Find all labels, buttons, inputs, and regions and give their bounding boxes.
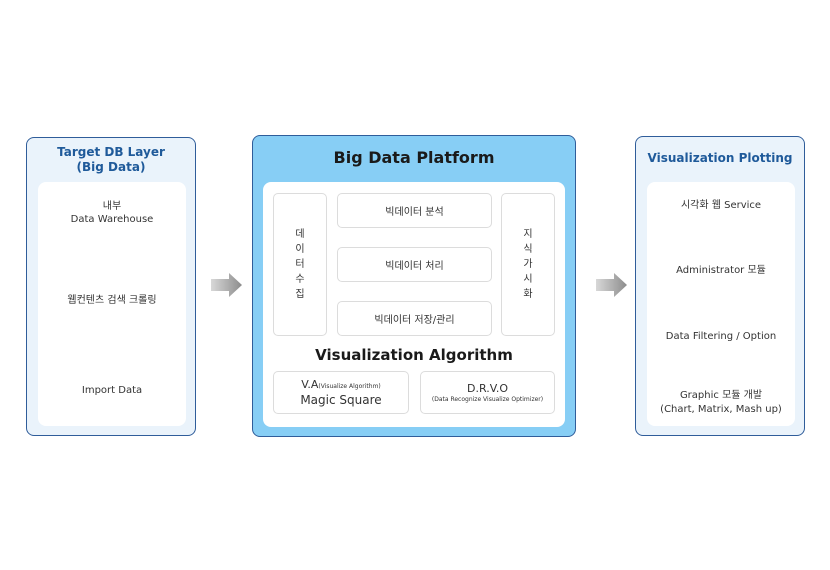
va-note: (Visualize Algorithm) [318, 382, 381, 390]
drvo-box: D.R.V.O (Data Recognize Visualize Optimi… [420, 371, 555, 414]
knowledge-visualization-box: 지 식 가 시 화 [501, 193, 555, 336]
item-import-data: Import Data [81, 385, 143, 396]
arrow-right-icon [596, 273, 627, 297]
big-data-platform-panel: Big Data Platform 데 이 터 수 집 빅데이터 분석 빅데이터… [252, 135, 576, 437]
panel-inner: 내부 Data Warehouse 웹컨텐츠 검색 크롤링 Import Dat… [38, 182, 186, 426]
item-graphic-module: Graphic 모듈 개발 [679, 390, 763, 401]
item-data-filtering: Data Filtering / Option [665, 331, 777, 342]
item-web-service: 시각화 웹 Service [680, 200, 762, 211]
platform-inner: 데 이 터 수 집 빅데이터 분석 빅데이터 처리 빅데이터 저장/관리 지 식… [263, 182, 565, 427]
panel-inner: 시각화 웹 Service Administrator 모듈 Data Filt… [647, 182, 795, 426]
data-collection-char: 집 [295, 289, 305, 300]
drvo-name: D.R.V.O [467, 381, 508, 395]
data-collection-char: 이 [295, 244, 305, 255]
data-collection-char: 수 [295, 274, 305, 285]
big-data-analysis-box: 빅데이터 분석 [337, 193, 492, 228]
knowledge-visualization-char: 지 [523, 229, 533, 240]
va-name: V.A [301, 377, 319, 391]
visualization-algorithm-title: Visualization Algorithm [315, 346, 513, 364]
knowledge-visualization-char: 식 [523, 244, 533, 255]
panel-title: Target DB Layer [57, 145, 165, 159]
va-heading: V.A(Visualize Algorithm) [301, 378, 381, 393]
knowledge-visualization-char: 가 [523, 259, 533, 270]
item-data-warehouse-line2: Data Warehouse [70, 214, 154, 225]
visualization-plotting-panel: Visualization Plotting 시각화 웹 Service Adm… [635, 136, 805, 436]
panel-title: Big Data Platform [333, 148, 495, 167]
arrow-right-icon [211, 273, 242, 297]
drvo-note: (Data Recognize Visualize Optimizer) [431, 395, 544, 403]
knowledge-visualization-char: 화 [523, 289, 533, 300]
panel-title: Visualization Plotting [647, 151, 793, 165]
target-db-layer-panel: Target DB Layer (Big Data) 내부 Data Wareh… [26, 137, 196, 436]
big-data-processing-box: 빅데이터 처리 [337, 247, 492, 282]
va-label: Magic Square [300, 392, 382, 407]
data-collection-char: 데 [295, 229, 305, 240]
data-collection-char: 터 [295, 259, 305, 270]
item-administrator: Administrator 모듈 [676, 265, 766, 276]
va-box: V.A(Visualize Algorithm) Magic Square [273, 371, 409, 414]
data-collection-box: 데 이 터 수 집 [273, 193, 327, 336]
item-data-warehouse-line1: 내부 [102, 201, 122, 212]
big-data-storage-box: 빅데이터 저장/관리 [337, 301, 492, 336]
item-graphic-module-detail: (Chart, Matrix, Mash up) [660, 404, 782, 415]
knowledge-visualization-char: 시 [523, 274, 533, 285]
item-web-crawling: 웹컨텐츠 검색 크롤링 [67, 295, 157, 306]
panel-subtitle: (Big Data) [76, 160, 146, 174]
